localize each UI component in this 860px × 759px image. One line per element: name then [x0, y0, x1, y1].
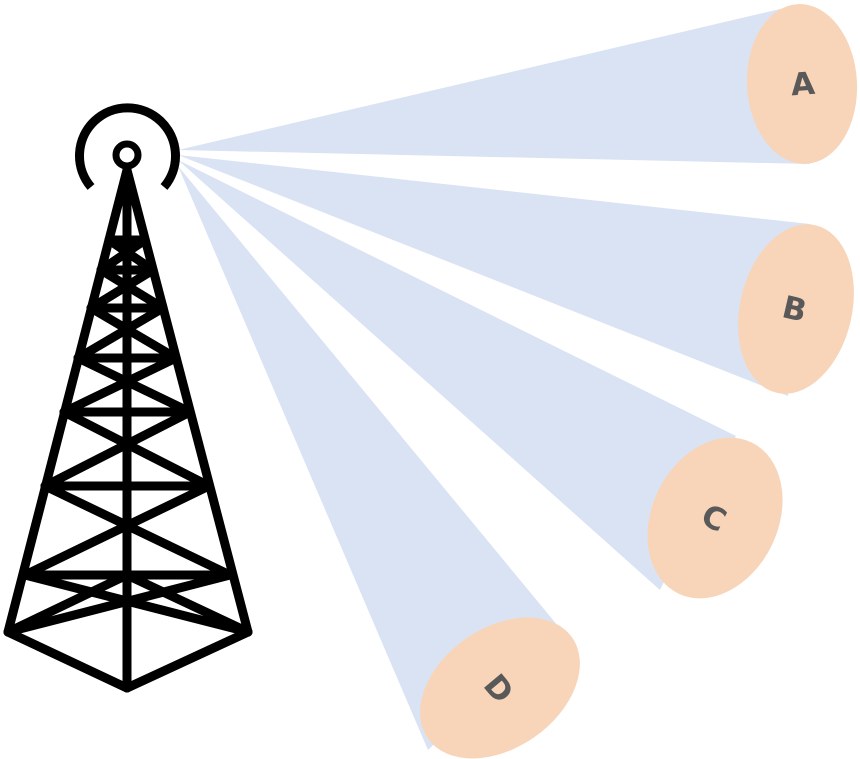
beam-b: [178, 155, 810, 396]
radio-tower-icon: [3, 103, 253, 693]
beam-a: [178, 6, 810, 164]
target-a: A: [746, 4, 858, 164]
targets: A B C D: [420, 4, 858, 759]
target-b: B: [738, 224, 854, 394]
target-a-label: A: [790, 66, 816, 104]
target-c: C: [647, 437, 783, 599]
target-d: D: [420, 617, 580, 759]
beam-d: [178, 166, 558, 750]
beams: [178, 6, 810, 750]
beam-c: [178, 160, 736, 590]
